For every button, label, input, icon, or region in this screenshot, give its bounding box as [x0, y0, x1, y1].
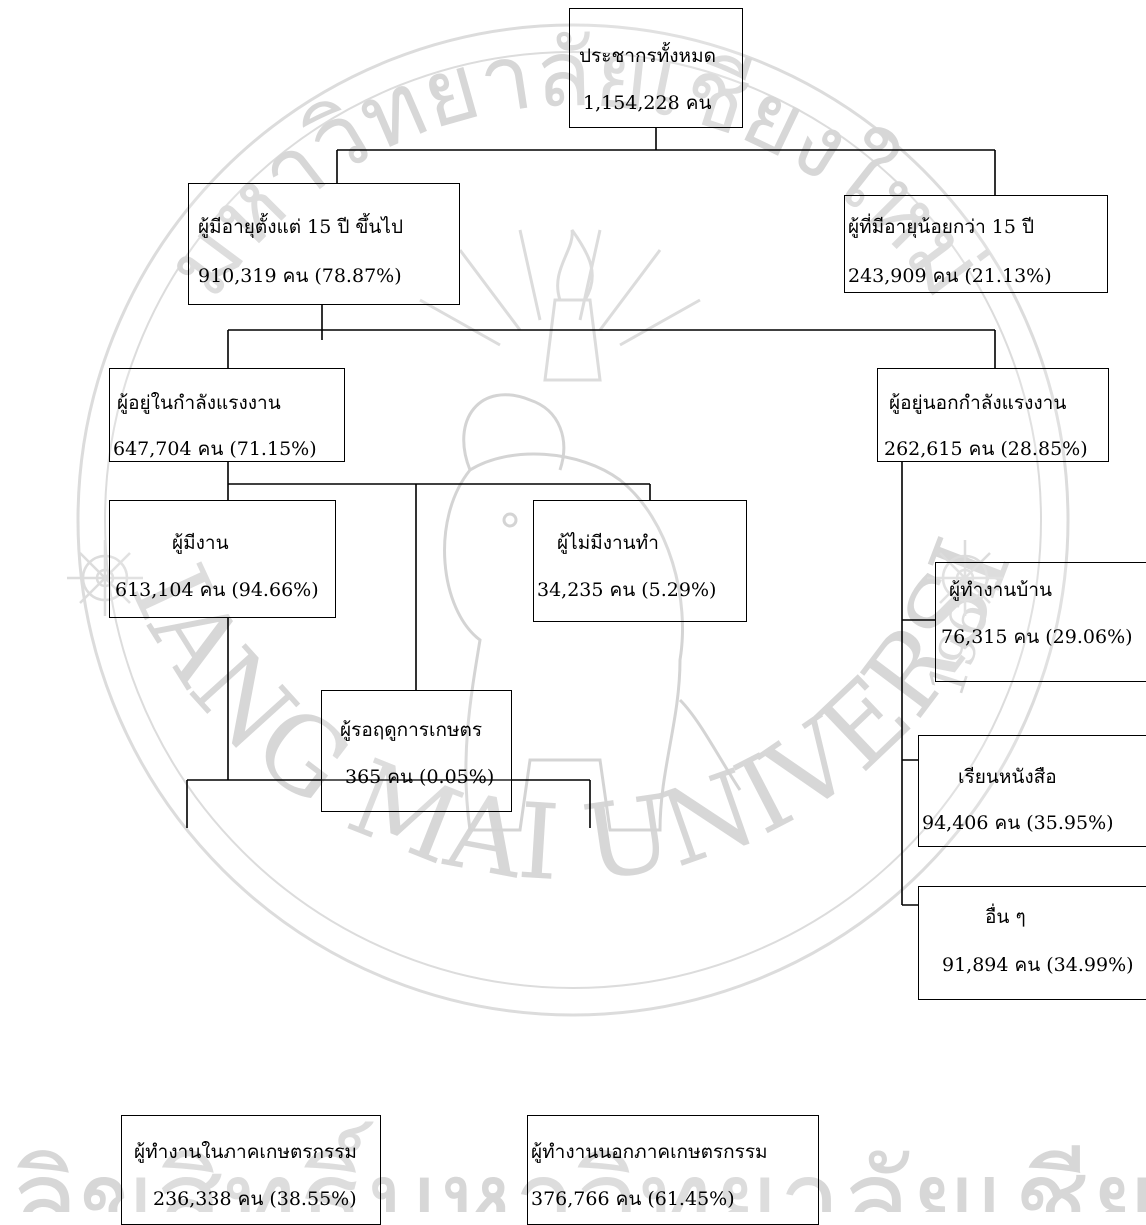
node-other [918, 886, 1146, 1000]
flower-ornament-icon [67, 540, 1003, 616]
node-under-15 [844, 195, 1108, 293]
node-employed-label: ผู้มีงาน [172, 532, 229, 554]
node-other-label: อื่น ๆ [985, 906, 1026, 928]
node-agriculture-value: 236,338 คน (38.55%) [153, 1188, 357, 1210]
node-housework-value: 76,315 คน (29.06%) [941, 626, 1133, 648]
node-total-label: ประชากรทั้งหมด [579, 45, 716, 67]
node-non-agriculture-value: 376,766 คน (61.45%) [531, 1188, 735, 1210]
node-under-15-value: 243,909 คน (21.13%) [848, 265, 1052, 287]
node-total-population [569, 8, 743, 128]
node-study [918, 735, 1146, 847]
node-unemployed-label: ผู้ไม่มีงานทำ [557, 532, 659, 554]
node-housework-label: ผู้ทำงานบ้าน [949, 579, 1052, 601]
node-age-15-plus-label: ผู้มีอายุตั้งแต่ 15 ปี ขึ้นไป [198, 216, 404, 238]
node-unemployed [533, 500, 747, 622]
node-agriculture-label: ผู้ทำงานในภาคเกษตรกรรม [134, 1141, 357, 1163]
node-in-labor-force [109, 368, 345, 462]
node-unemployed-value: 34,235 คน (5.29%) [537, 579, 717, 601]
node-seasonal-value: 365 คน (0.05%) [345, 766, 495, 788]
node-study-value: 94,406 คน (35.95%) [922, 812, 1114, 834]
torch-rays-icon [419, 229, 701, 382]
node-total-value: 1,154,228 คน [583, 92, 712, 114]
node-age-15-plus-value: 910,319 คน (78.87%) [198, 265, 402, 287]
node-non-agriculture [527, 1115, 819, 1225]
node-non-agriculture-label: ผู้ทำงานนอกภาคเกษตรกรรม [531, 1141, 768, 1163]
node-out-labor-value: 262,615 คน (28.85%) [884, 438, 1088, 460]
node-in-labor-value: 647,704 คน (71.15%) [113, 438, 317, 460]
node-study-label: เรียนหนังสือ [958, 766, 1057, 788]
node-seasonal [321, 690, 512, 812]
node-employed [109, 500, 336, 618]
node-out-labor-force [877, 368, 1109, 462]
node-age-15-plus [188, 183, 460, 305]
node-under-15-label: ผู้ที่มีอายุน้อยกว่า 15 ปี [848, 216, 1035, 238]
node-other-value: 91,894 คน (34.99%) [942, 954, 1134, 976]
node-in-labor-label: ผู้อยู่ในกำลังแรงงาน [117, 392, 281, 414]
node-agriculture [121, 1115, 381, 1225]
node-housework [935, 562, 1146, 682]
node-employed-value: 613,104 คน (94.66%) [115, 579, 319, 601]
copyright-footer-text: ลิขสิทธิ์มหาวิทยาลัยเชียงใหม่ [10, 1121, 1146, 1212]
elephant-icon [443, 393, 742, 832]
node-seasonal-label: ผู้รอฤดูการเกษตร [340, 719, 483, 741]
node-out-labor-label: ผู้อยู่นอกกำลังแรงงาน [889, 392, 1067, 414]
